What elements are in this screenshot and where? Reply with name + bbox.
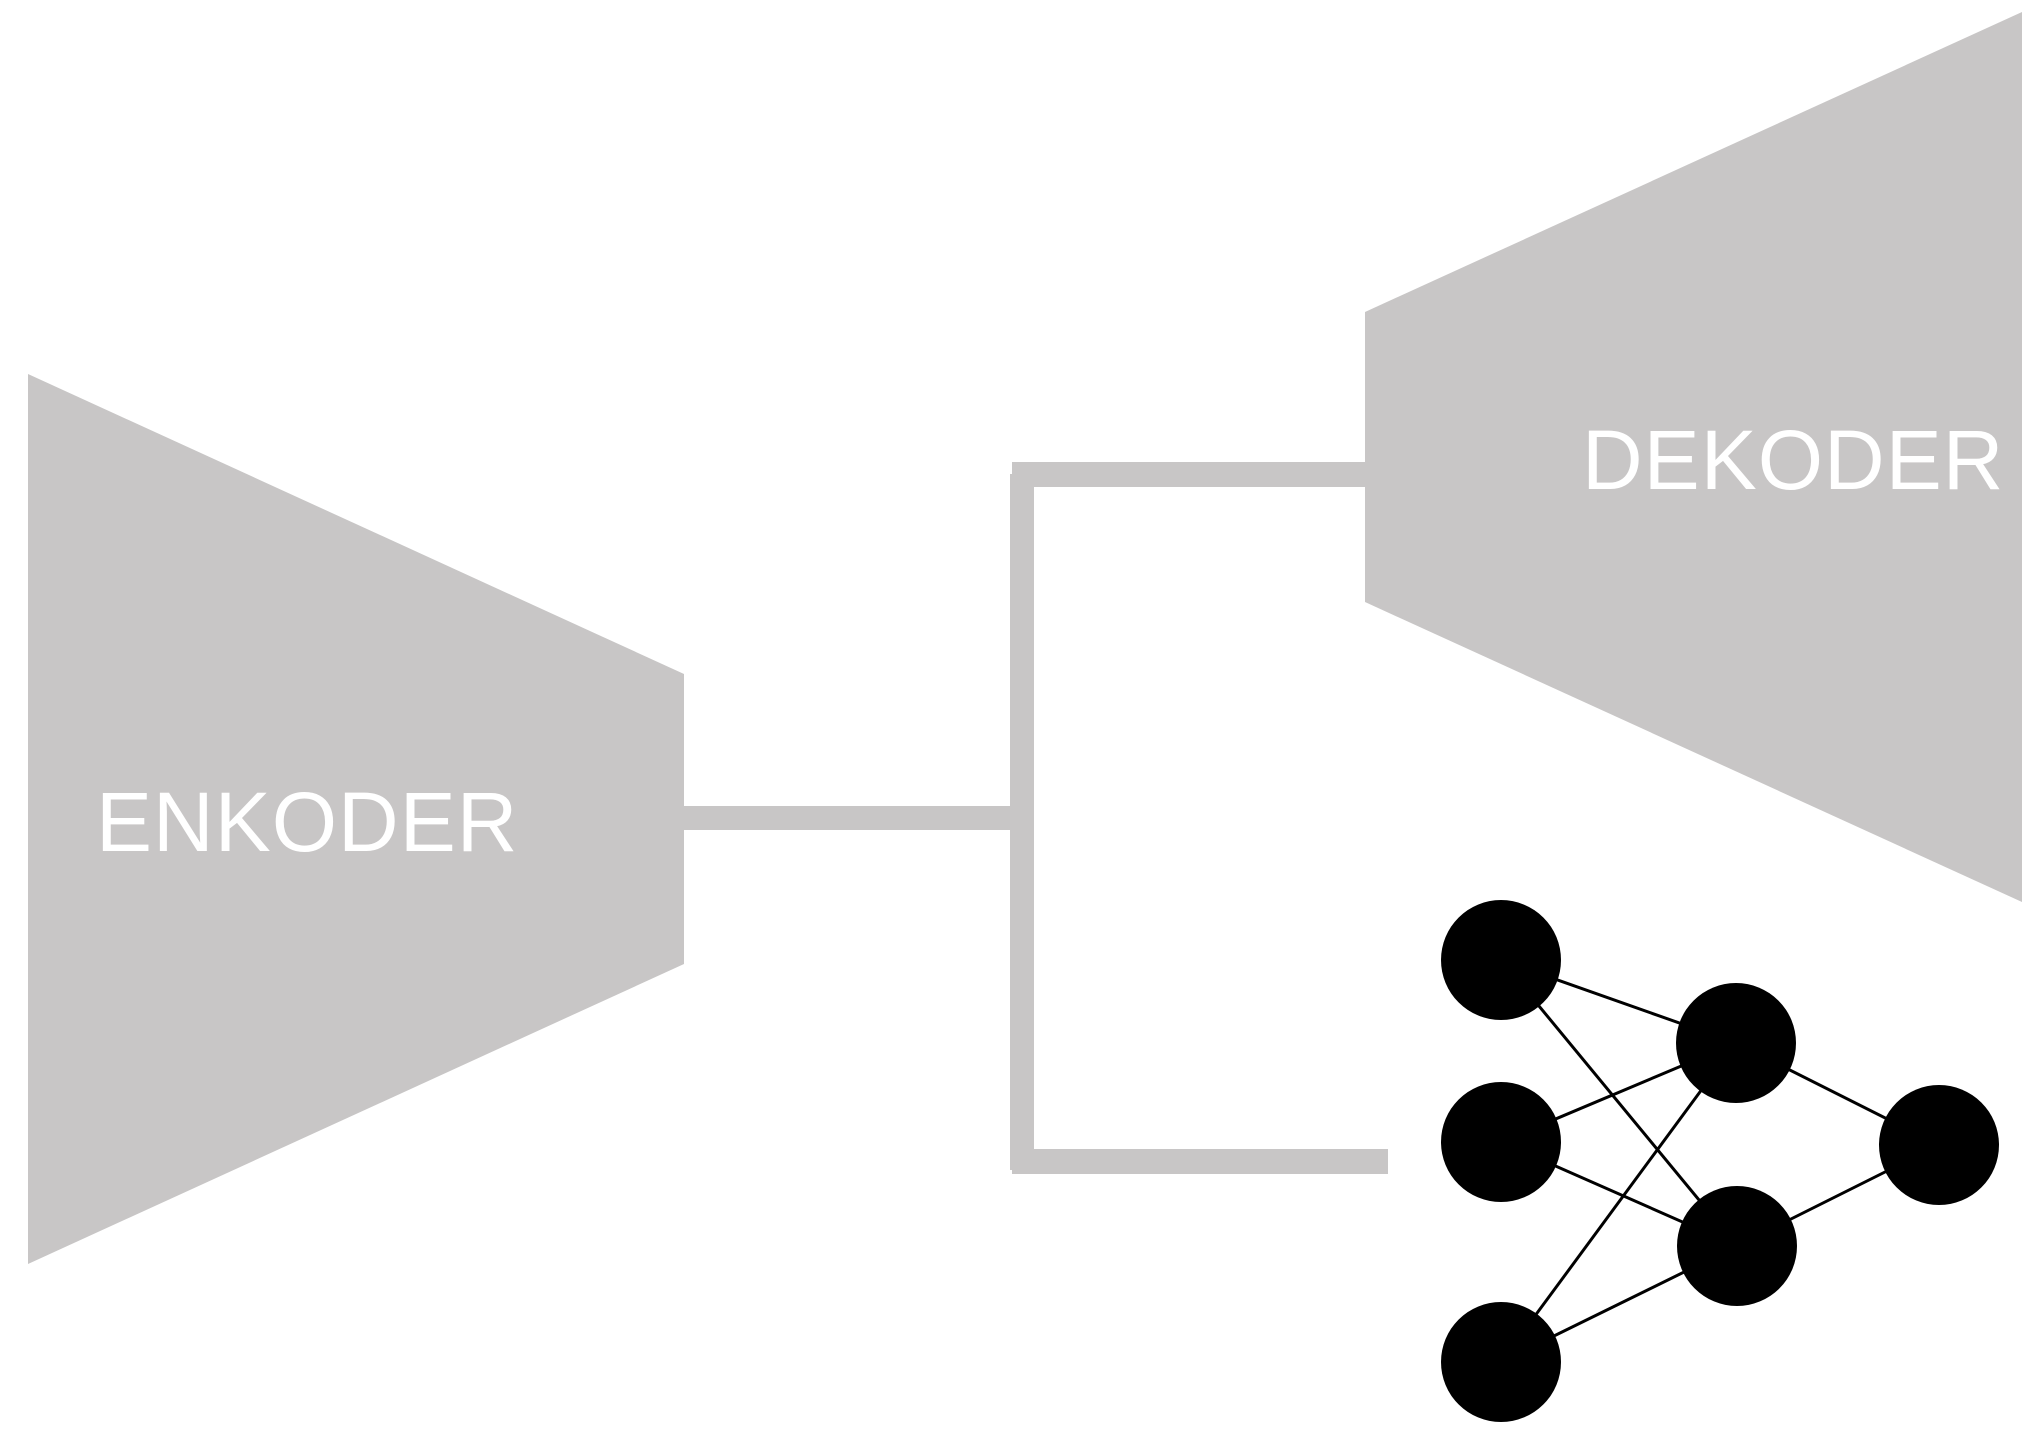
network-input-connector	[1012, 1149, 1388, 1174]
decoder-input-connector	[1012, 462, 1367, 487]
input-node	[1441, 1302, 1561, 1422]
network-edge	[1499, 959, 1739, 1247]
input-node	[1441, 900, 1561, 1020]
network-edge	[1499, 1042, 1738, 1363]
decoder-block	[1365, 12, 2022, 902]
hidden-node	[1676, 983, 1796, 1103]
connector-lines	[684, 462, 1388, 1174]
hidden-node	[1677, 1186, 1797, 1306]
output-node	[1879, 1085, 1999, 1205]
neural-network	[1441, 900, 1999, 1422]
vertical-split-connector	[1010, 474, 1034, 1170]
encoder-block	[28, 374, 684, 1264]
encoder-label: ENKODER	[96, 775, 518, 869]
encoder-output-connector	[684, 806, 1020, 830]
input-node	[1441, 1082, 1561, 1202]
decoder-label: DEKODER	[1582, 413, 2004, 507]
